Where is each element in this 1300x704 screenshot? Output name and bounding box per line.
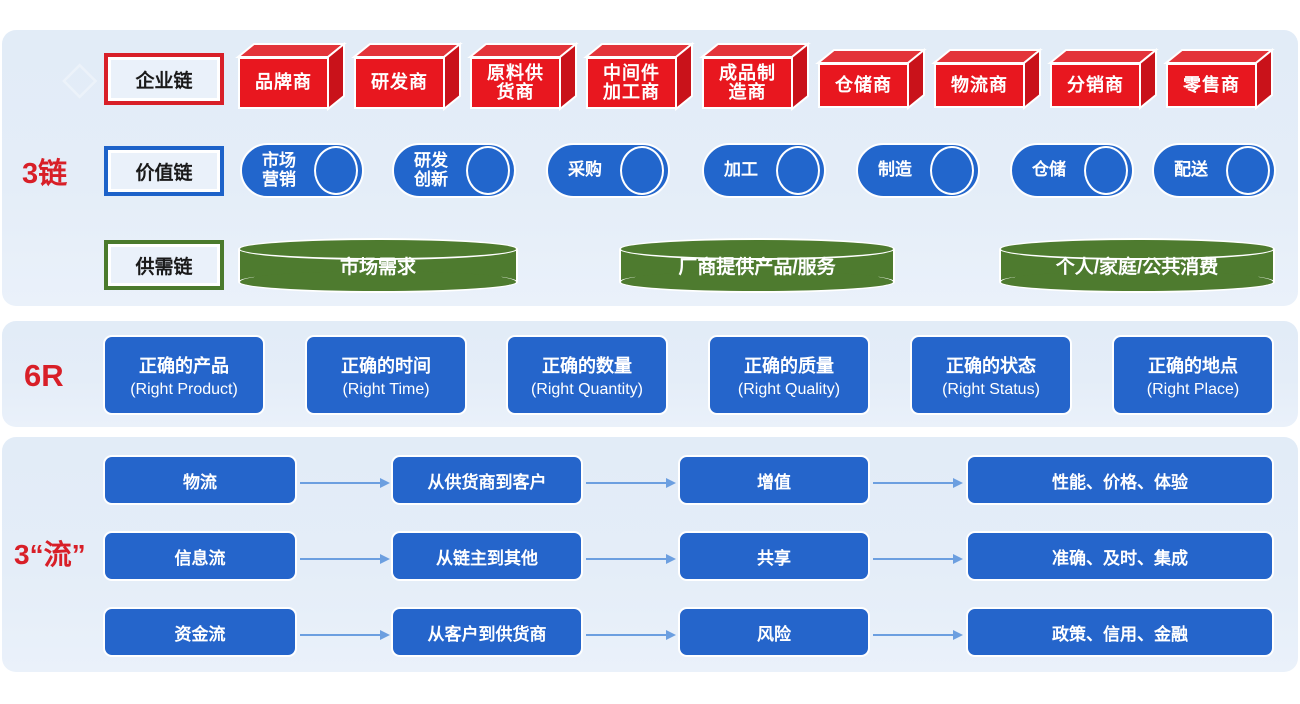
chain-node-label: 中间件加工商 [586, 57, 677, 109]
cylinder-cap [776, 146, 820, 195]
six-r-card-cn: 正确的数量 [542, 355, 632, 376]
six-r-card-en: (Right Time) [342, 380, 430, 398]
chain-node-raw-supplier[interactable]: 原料供货商 [467, 41, 579, 112]
value-node-marketing[interactable]: 市场营销 [240, 143, 364, 198]
flow-arrow [586, 475, 676, 488]
value-node-label: 市场营销 [262, 150, 296, 189]
six-r-card-place[interactable]: 正确的地点 (Right Place) [1112, 335, 1274, 415]
flow-arrow [300, 551, 390, 564]
value-node-label: 配送 [1174, 160, 1208, 180]
six-r-card-en: (Right Quality) [737, 380, 841, 398]
chain-node-label: 品牌商 [238, 57, 329, 109]
flow-arrow [300, 475, 390, 488]
six-r-card-cn: 正确的时间 [341, 355, 431, 376]
flow-row-3-type[interactable]: 资金流 [103, 607, 297, 657]
six-r-card-cn: 正确的产品 [139, 355, 229, 376]
flow-arrow [873, 551, 963, 564]
value-node-label: 研发创新 [414, 150, 448, 189]
chain-node-label: 研发商 [354, 57, 445, 109]
value-node-rnd-innovation[interactable]: 研发创新 [392, 143, 516, 198]
flow-row-2-goal[interactable]: 共享 [678, 531, 870, 581]
section-label-three-chains: 3链 [22, 158, 68, 190]
six-r-card-cn: 正确的质量 [744, 355, 834, 376]
six-r-card-en: (Right Place) [1146, 380, 1240, 398]
flow-row-1-path[interactable]: 从供货商到客户 [391, 455, 583, 505]
cylinder-cap [930, 146, 974, 195]
value-node-label: 制造 [878, 160, 912, 180]
value-node-label: 仓储 [1032, 160, 1066, 180]
chain-node-finished-manufacturer[interactable]: 成品制造商 [699, 41, 811, 112]
flow-row-3-metrics[interactable]: 政策、信用、金融 [966, 607, 1274, 657]
chain-node-label: 成品制造商 [702, 57, 793, 109]
flow-row-1-type[interactable]: 物流 [103, 455, 297, 505]
chain-node-label: 零售商 [1166, 63, 1257, 108]
flow-arrow [586, 551, 676, 564]
chain-node-label: 仓储商 [818, 63, 909, 108]
supply-node-label: 市场需求 [339, 257, 416, 278]
chain-node-warehousing[interactable]: 仓储商 [815, 47, 927, 111]
six-r-card-cn: 正确的状态 [946, 355, 1036, 376]
chain-node-retailer[interactable]: 零售商 [1163, 47, 1275, 111]
flow-row-2-type[interactable]: 信息流 [103, 531, 297, 581]
cylinder-top [619, 238, 895, 260]
plaque-supply-demand-chain: 供需链 [104, 240, 224, 290]
watermark-icon: ◇ [62, 51, 98, 103]
flow-row-3-path[interactable]: 从客户到供货商 [391, 607, 583, 657]
flow-arrow [873, 627, 963, 640]
flow-row-1-goal[interactable]: 增值 [678, 455, 870, 505]
cylinder-cap [1084, 146, 1128, 195]
flow-row-2-metrics[interactable]: 准确、及时、集成 [966, 531, 1274, 581]
section-label-three-flows: 3“流” [14, 539, 86, 570]
chain-node-label: 分销商 [1050, 63, 1141, 108]
value-node-label: 采购 [568, 160, 602, 180]
flow-row-3-goal[interactable]: 风险 [678, 607, 870, 657]
six-r-card-time[interactable]: 正确的时间 (Right Time) [305, 335, 467, 415]
supply-node-market-demand[interactable]: 市场需求 [238, 238, 518, 293]
six-r-card-status[interactable]: 正确的状态 (Right Status) [910, 335, 1072, 415]
flow-arrow [873, 475, 963, 488]
supply-node-label: 个人/家庭/公共消费 [1055, 257, 1219, 278]
flow-row-2-path[interactable]: 从链主到其他 [391, 531, 583, 581]
chain-node-label: 物流商 [934, 63, 1025, 108]
value-node-processing[interactable]: 加工 [702, 143, 826, 198]
chain-node-label: 原料供货商 [470, 57, 561, 109]
value-node-manufacturing[interactable]: 制造 [856, 143, 980, 198]
six-r-card-quality[interactable]: 正确的质量 (Right Quality) [708, 335, 870, 415]
value-node-label: 加工 [724, 160, 758, 180]
chain-node-distributor[interactable]: 分销商 [1047, 47, 1159, 111]
value-node-procurement[interactable]: 采购 [546, 143, 670, 198]
plaque-enterprise-chain: 企业链 [104, 53, 224, 105]
supply-node-consumption[interactable]: 个人/家庭/公共消费 [999, 238, 1275, 293]
six-r-card-product[interactable]: 正确的产品 (Right Product) [103, 335, 265, 415]
value-node-delivery[interactable]: 配送 [1152, 143, 1276, 198]
cylinder-cap [1226, 146, 1270, 195]
flow-row-1-metrics[interactable]: 性能、价格、体验 [966, 455, 1274, 505]
flow-arrow [300, 627, 390, 640]
cylinder-cap [466, 146, 510, 195]
six-r-card-en: (Right Quantity) [530, 380, 644, 398]
cylinder-bottom [619, 271, 895, 293]
flow-arrow [586, 627, 676, 640]
chain-node-logistics[interactable]: 物流商 [931, 47, 1043, 111]
supply-node-vendor-offering[interactable]: 厂商提供产品/服务 [619, 238, 895, 293]
cylinder-top [999, 238, 1275, 260]
value-node-storage[interactable]: 仓储 [1010, 143, 1134, 198]
six-r-card-en: (Right Product) [130, 380, 238, 398]
section-label-six-r: 6R [24, 358, 64, 393]
supply-node-label: 厂商提供产品/服务 [678, 257, 836, 278]
cylinder-cap [314, 146, 358, 195]
six-r-card-en: (Right Status) [942, 380, 1040, 398]
six-r-card-quantity[interactable]: 正确的数量 (Right Quantity) [506, 335, 668, 415]
chain-node-rnd[interactable]: 研发商 [351, 41, 463, 112]
six-r-card-cn: 正确的地点 [1148, 355, 1238, 376]
cylinder-bottom [238, 271, 518, 293]
chain-node-brand[interactable]: 品牌商 [235, 41, 347, 112]
cylinder-cap [620, 146, 664, 195]
cylinder-bottom [999, 271, 1275, 293]
chain-node-intermediate-processor[interactable]: 中间件加工商 [583, 41, 695, 112]
plaque-value-chain: 价值链 [104, 146, 224, 196]
cylinder-top [238, 238, 518, 260]
